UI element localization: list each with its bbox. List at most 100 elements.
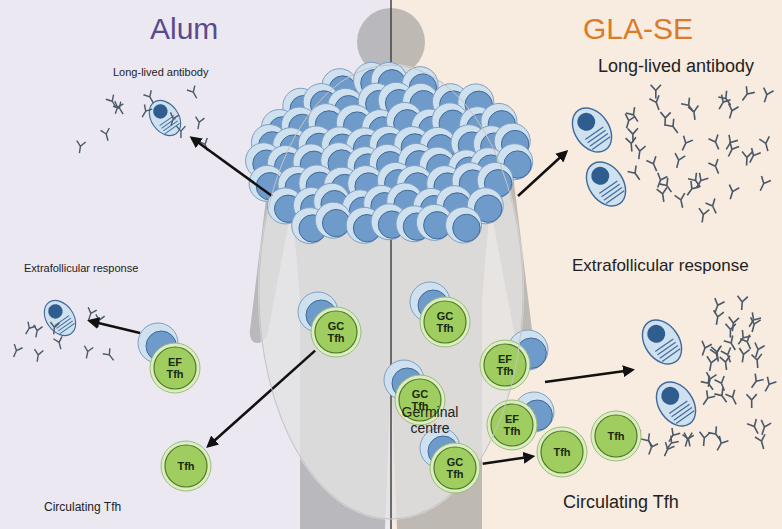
- antibody: [747, 419, 763, 436]
- er-stripe: [165, 123, 179, 133]
- er-stripe: [662, 349, 680, 362]
- tfh-cell-membrane: [591, 411, 641, 461]
- antibody: [759, 88, 773, 104]
- antibodies: [9, 85, 776, 459]
- tfh-cell-core: [154, 347, 196, 389]
- plasma-cell-body: [564, 101, 619, 160]
- antibody: [698, 432, 710, 447]
- antibody: [657, 187, 669, 202]
- antibody: [628, 166, 644, 183]
- antibody: [710, 298, 724, 315]
- antibody: [699, 390, 715, 407]
- antibody: [176, 126, 185, 138]
- antibody: [734, 330, 751, 347]
- antibody: [724, 335, 740, 352]
- antibody: [725, 104, 739, 120]
- antibody: [757, 420, 771, 436]
- plasma-cell-body: [634, 313, 689, 372]
- plasma-cell-body: [578, 155, 633, 214]
- antibody: [724, 142, 739, 159]
- antibody: [721, 348, 735, 364]
- tfh-cell: GC Tfh: [419, 296, 471, 348]
- tfh-cell-core: [484, 344, 526, 386]
- cell-label: EF Tfh: [497, 413, 527, 437]
- antibody: [705, 199, 720, 216]
- antibody: [713, 436, 729, 453]
- tfh-cell-core: [541, 431, 583, 473]
- antibody: [727, 317, 739, 332]
- antibody: [84, 307, 96, 321]
- tfh-cell: Tfh: [536, 426, 588, 478]
- tfh-cell-membrane: [395, 375, 445, 425]
- cell-label: Tfh: [171, 460, 201, 472]
- antibody: [683, 181, 699, 198]
- annotation-label: Long-lived antibody: [598, 56, 754, 77]
- antibody: [653, 173, 668, 190]
- arrow: [192, 138, 272, 196]
- antibody: [663, 436, 679, 452]
- antibody: [649, 95, 663, 112]
- tfh-cell-membrane: [487, 400, 537, 450]
- plasma-cell-nucleus: [45, 301, 65, 321]
- antibody: [665, 119, 682, 136]
- antibody: [53, 336, 65, 350]
- region-outline-ellipse: [259, 65, 523, 519]
- tfh-cell-core: [165, 445, 207, 487]
- antibody: [747, 317, 760, 333]
- tfh-cell-core: [424, 301, 466, 343]
- label-anchor: Circulating Tfh: [44, 500, 121, 514]
- arrow: [518, 152, 566, 196]
- annotation-label: Long-lived antibody: [113, 66, 208, 78]
- antibody: [715, 376, 730, 393]
- cell-membrane: [446, 207, 482, 243]
- plasma-cell: [564, 101, 619, 160]
- antibody: [755, 434, 769, 450]
- antibody: [708, 159, 723, 176]
- tfh-cell-membrane: [150, 343, 200, 393]
- tfh-cell-core: [595, 415, 637, 457]
- tfh-cell-core: [315, 311, 357, 353]
- cell-label: GC Tfh: [321, 320, 351, 344]
- antibody: [738, 86, 754, 103]
- antibody: [678, 136, 693, 153]
- plasma-cell-body: [143, 94, 187, 141]
- arrow: [90, 321, 140, 333]
- antibody: [644, 440, 658, 456]
- antibody: [756, 176, 771, 193]
- antibody: [167, 112, 179, 126]
- er-stripe: [606, 191, 624, 204]
- tfh-cell-membrane: [161, 441, 211, 491]
- antibody: [646, 156, 661, 173]
- antibody: [761, 377, 777, 394]
- antibody: [747, 374, 763, 391]
- plasma-cell-nucleus: [588, 163, 613, 188]
- cell-label: GC Tfh: [405, 388, 435, 412]
- antibody: [675, 193, 688, 209]
- region-label: Germinal centre: [388, 404, 472, 436]
- plasma-cell: [38, 294, 82, 341]
- antibody: [711, 310, 724, 325]
- antibody: [634, 145, 646, 160]
- antibody: [751, 342, 765, 358]
- tfh-cell: EF Tfh: [479, 339, 531, 391]
- cell-label: EF Tfh: [490, 353, 520, 377]
- plasma-cell: [634, 313, 689, 372]
- plasma-cell-body: [38, 294, 82, 341]
- antibody: [660, 442, 674, 458]
- arrow-connector: [483, 456, 533, 463]
- tfh-cell-membrane: [420, 297, 470, 347]
- antibody: [697, 208, 709, 223]
- tfh-cell: GC Tfh: [310, 306, 362, 358]
- antibody: [622, 114, 636, 130]
- antibody: [101, 128, 113, 142]
- region-outline: [258, 64, 524, 520]
- antibody: [138, 104, 152, 119]
- tfh-cell-core: [491, 404, 533, 446]
- tfh-cell-membrane: [537, 427, 587, 477]
- b-cell: [446, 207, 482, 243]
- plasma-cell: [143, 94, 187, 141]
- antibody: [22, 322, 36, 337]
- b-cell: [315, 202, 351, 238]
- antibody: [725, 324, 736, 338]
